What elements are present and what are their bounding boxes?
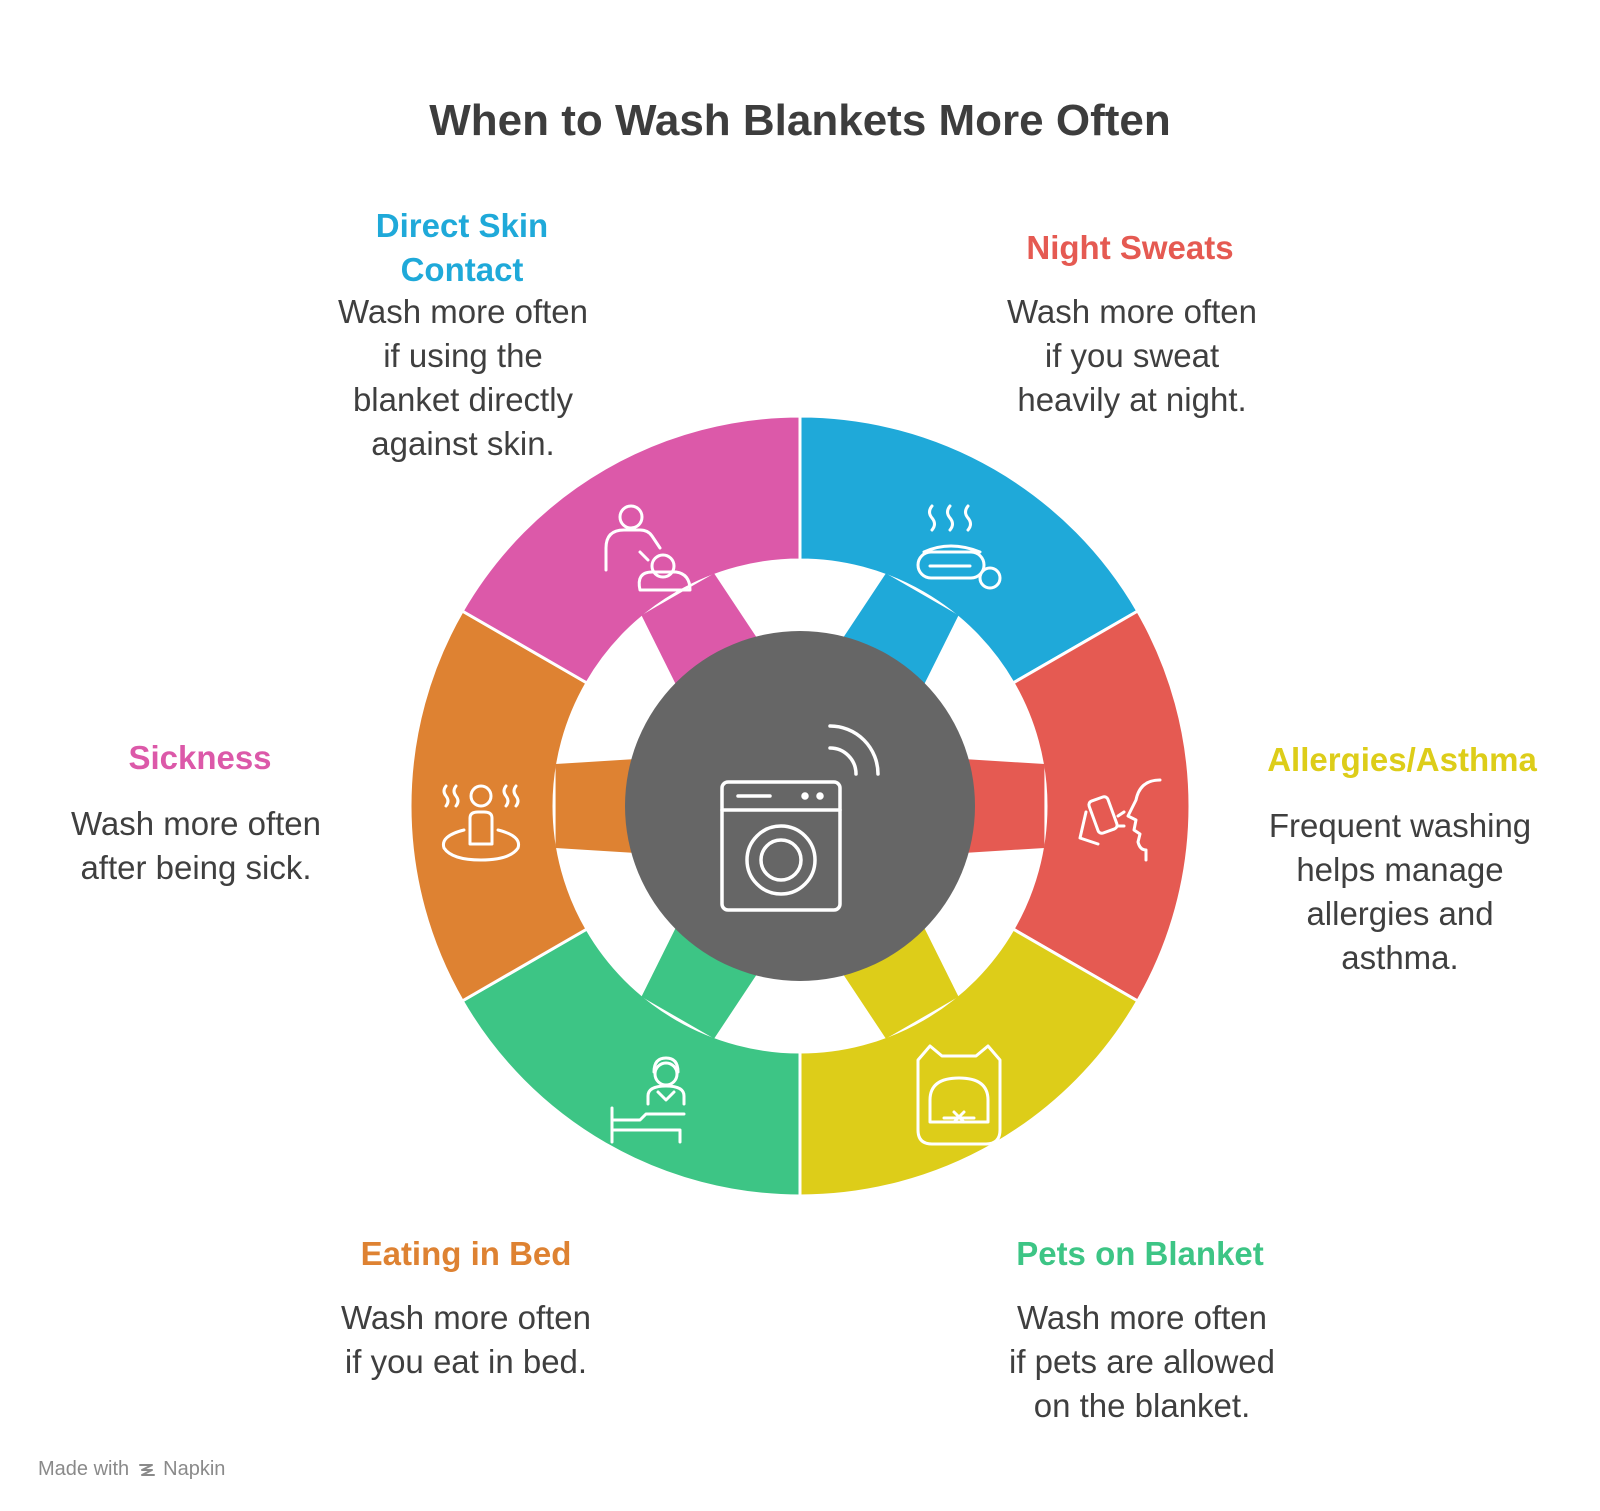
desc-line: on the blanket.	[1033, 1387, 1251, 1424]
segment-label-sickness: Sickness	[128, 739, 272, 776]
segment-eating	[408, 608, 590, 1004]
person-in-bed-icon	[610, 1056, 686, 1144]
sick-person-icon	[441, 784, 521, 862]
sweating-sleeper-icon	[916, 504, 1002, 590]
desc-line: heavily at night.	[1017, 381, 1247, 418]
desc-line: helps manage	[1296, 851, 1504, 888]
segment-label-pets: Pets on Blanket	[1016, 1235, 1264, 1272]
spoke-eating	[555, 759, 637, 853]
desc-line: Frequent washing	[1268, 807, 1532, 844]
desc-line: allergies and	[1306, 895, 1494, 932]
segment-label-night-sweats: Night Sweats	[1026, 229, 1234, 266]
desc-line: if you eat in bed.	[344, 1343, 588, 1380]
segment-desc-allergies: Frequent washing helps manage allergies …	[1235, 804, 1565, 980]
segment-allergies	[798, 926, 1140, 1198]
segments-layer	[408, 414, 1192, 1198]
footer-brand: Napkin	[163, 1458, 226, 1480]
segment-label-direct-skin: Direct Skin Contact	[282, 204, 642, 292]
desc-line: Wash more often	[1006, 293, 1258, 330]
segment-label-line: Contact	[400, 251, 524, 288]
segment-desc-night-sweats: Wash more often if you sweat heavily at …	[962, 290, 1302, 422]
person-with-baby-icon	[604, 504, 692, 592]
segment-pets	[460, 926, 802, 1198]
segment-desc-eating: Wash more often if you eat in bed.	[296, 1296, 636, 1384]
segment-desc-direct-skin: Wash more often if using the blanket dir…	[293, 290, 633, 466]
desc-line: Wash more often	[340, 1299, 592, 1336]
desc-line: Wash more often	[70, 805, 322, 842]
footer-credit: Made with Napkin	[38, 1458, 225, 1481]
segment-label-line: Direct Skin	[375, 207, 549, 244]
inhaler-face-icon	[1078, 778, 1162, 862]
washing-machine-icon	[720, 724, 880, 912]
desc-line: Wash more often	[337, 293, 589, 330]
segment-label-allergies: Allergies/Asthma	[1267, 741, 1537, 778]
desc-line: against skin.	[371, 425, 555, 462]
desc-line: asthma.	[1341, 939, 1459, 976]
desc-line: if pets are allowed	[1009, 1343, 1275, 1380]
page-title: When to Wash Blankets More Often	[429, 96, 1171, 145]
spoke-night-sweats	[963, 759, 1045, 853]
desc-line: blanket directly	[352, 381, 574, 418]
napkin-logo-icon	[139, 1463, 156, 1476]
spoke-sickness	[641, 573, 759, 688]
desc-line: after being sick.	[80, 849, 312, 886]
desc-line: Wash more often	[1016, 1299, 1268, 1336]
spoke-allergies	[841, 924, 959, 1039]
center-circle	[625, 631, 975, 981]
desc-line: if you sweat	[1044, 337, 1220, 374]
pet-bed-icon	[916, 1044, 1002, 1146]
footer-prefix: Made with	[38, 1458, 130, 1480]
spoke-pets	[641, 924, 759, 1039]
spoke-direct-skin	[841, 573, 959, 688]
segment-label-eating: Eating in Bed	[360, 1235, 572, 1272]
segment-night-sweats	[1010, 608, 1192, 1004]
desc-line: if using the	[383, 337, 543, 374]
napkin-brand: Napkin	[137, 1458, 225, 1481]
segment-desc-sickness: Wash more often after being sick.	[26, 802, 366, 890]
segment-desc-pets: Wash more often if pets are allowed on t…	[962, 1296, 1322, 1428]
segment-sickness	[460, 414, 802, 686]
